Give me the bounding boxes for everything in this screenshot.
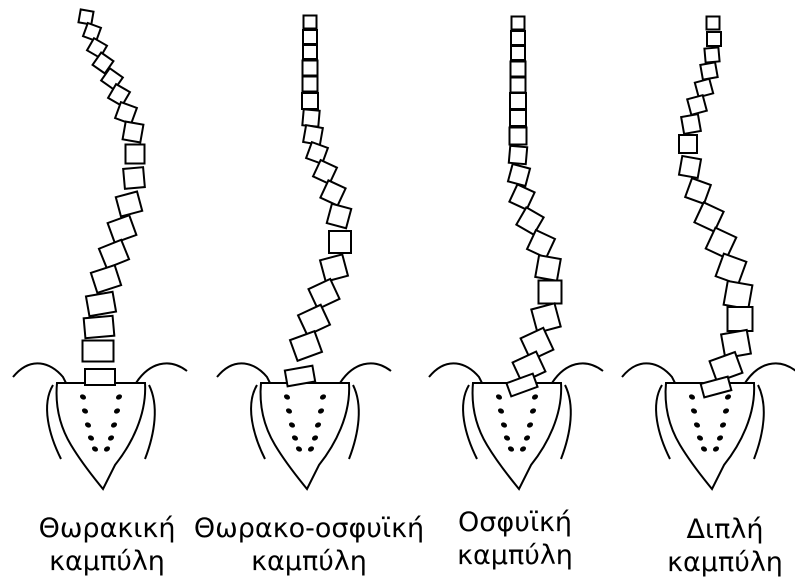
vertebra bbox=[511, 46, 525, 60]
vertebra bbox=[704, 47, 719, 62]
vertebra bbox=[123, 167, 145, 189]
sacrum-side-right bbox=[349, 385, 359, 459]
vertebra bbox=[327, 204, 351, 228]
sacrum bbox=[666, 383, 755, 489]
spine-thoracolumbar bbox=[217, 16, 391, 490]
vertebra bbox=[531, 303, 560, 332]
sacrum bbox=[261, 383, 350, 489]
vertebra bbox=[285, 366, 315, 387]
vertebra bbox=[679, 135, 697, 153]
vertebra bbox=[83, 23, 101, 41]
vertebra bbox=[306, 142, 328, 164]
vertebra bbox=[681, 114, 701, 134]
vertebra bbox=[687, 95, 707, 115]
vertebra bbox=[86, 292, 116, 316]
vertebra bbox=[302, 109, 319, 126]
label-double: Διπλή καμπύλη bbox=[650, 513, 795, 579]
label-lumbar: Οσφυϊκή καμπύλη bbox=[440, 506, 590, 572]
vertebra bbox=[303, 77, 318, 92]
vertebra bbox=[85, 369, 115, 385]
vertebra bbox=[508, 164, 530, 186]
label-thoracic: Θωρακική καμπύλη bbox=[22, 512, 192, 578]
label-thoracolumbar-line2: καμπύλη bbox=[178, 545, 440, 578]
label-thoracolumbar: Θωρακο-οσφυϊκή καμπύλη bbox=[178, 512, 440, 578]
vertebra bbox=[116, 191, 142, 216]
vertebra bbox=[303, 30, 317, 44]
vertebra bbox=[511, 62, 526, 77]
vertebra bbox=[512, 17, 525, 30]
iliac-wings bbox=[622, 363, 795, 383]
vertebra bbox=[303, 45, 317, 59]
vertebra bbox=[510, 110, 526, 126]
label-double-line2: καμπύλη bbox=[650, 546, 795, 579]
vertebra bbox=[511, 78, 526, 93]
vertebra bbox=[99, 240, 129, 268]
vertebra bbox=[108, 215, 137, 243]
sacrum-side-right bbox=[754, 385, 764, 459]
sacrum bbox=[473, 383, 562, 489]
vertebra bbox=[509, 146, 527, 164]
vertebra bbox=[679, 156, 701, 178]
vertebra bbox=[535, 255, 560, 280]
sacrum bbox=[57, 383, 146, 489]
vertebra bbox=[78, 9, 93, 24]
vertebra bbox=[724, 281, 753, 309]
vertebra bbox=[302, 93, 318, 109]
vertebra bbox=[707, 32, 721, 46]
vertebra bbox=[510, 93, 526, 109]
label-thoracic-line1: Θωρακική bbox=[22, 512, 192, 545]
label-lumbar-line1: Οσφυϊκή bbox=[440, 506, 590, 539]
label-thoracolumbar-line1: Θωρακο-οσφυϊκή bbox=[178, 512, 440, 545]
vertebra bbox=[706, 228, 737, 259]
label-thoracic-line2: καμπύλη bbox=[22, 545, 192, 578]
vertebra bbox=[83, 341, 114, 362]
vertebra bbox=[308, 279, 339, 309]
vertebra bbox=[84, 316, 115, 338]
vertebra bbox=[313, 160, 337, 184]
spine-thoracic bbox=[13, 9, 187, 489]
vertebra bbox=[695, 79, 713, 97]
vertebra bbox=[303, 61, 318, 76]
spine-lumbar bbox=[429, 17, 603, 490]
vertebra bbox=[510, 128, 527, 145]
vertebra bbox=[694, 202, 723, 231]
spine-double bbox=[622, 17, 795, 490]
vertebra bbox=[320, 180, 345, 205]
vertebra bbox=[511, 31, 525, 45]
label-lumbar-line2: καμπύλη bbox=[440, 539, 590, 572]
vertebra bbox=[700, 62, 717, 79]
vertebra bbox=[516, 207, 543, 234]
label-double-line1: Διπλή bbox=[650, 513, 795, 546]
vertebra bbox=[539, 281, 562, 304]
vertebra bbox=[329, 231, 351, 253]
vertebra bbox=[126, 145, 145, 164]
vertebra bbox=[91, 265, 121, 293]
vertebra bbox=[509, 184, 534, 209]
sacrum-side-right bbox=[561, 385, 571, 459]
vertebra bbox=[685, 178, 711, 204]
vertebra bbox=[728, 307, 753, 331]
vertebra bbox=[320, 254, 348, 281]
vertebra bbox=[304, 16, 317, 29]
vertebra bbox=[716, 254, 747, 285]
sacrum-side-right bbox=[145, 385, 155, 459]
vertebra bbox=[707, 17, 720, 30]
vertebra bbox=[123, 122, 144, 143]
vertebra bbox=[290, 331, 322, 361]
